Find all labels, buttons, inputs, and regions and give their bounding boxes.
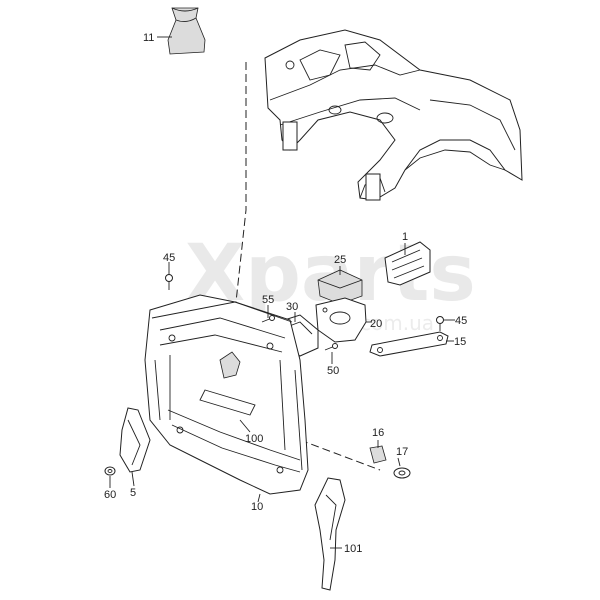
body-structure (264, 29, 523, 201)
leader-lines (109, 36, 455, 549)
fastener-60 (104, 466, 116, 476)
fastener-45-right (436, 316, 444, 331)
part-11-bag (167, 7, 206, 55)
part-101-air-guide (314, 477, 346, 591)
label-25: 25 (334, 254, 346, 266)
label-30: 30 (286, 301, 298, 313)
part-5-bracket (119, 407, 151, 473)
part-16-spacer (369, 445, 387, 464)
part-1-bracket (384, 241, 431, 286)
fastener-45-left (165, 274, 173, 290)
part-17-grommet (393, 467, 411, 479)
alignment-line-lower (299, 439, 381, 471)
label-45-left: 45 (163, 252, 175, 264)
alignment-line-upper (235, 62, 247, 303)
label-10: 10 (251, 501, 263, 513)
label-5: 5 (130, 487, 136, 499)
label-16: 16 (372, 427, 384, 439)
label-15: 15 (454, 336, 466, 348)
label-101: 101 (344, 543, 362, 555)
label-60: 60 (104, 489, 116, 501)
part-20-lock (315, 297, 367, 343)
label-17: 17 (396, 446, 408, 458)
watermark-subtext: com.ua (360, 311, 434, 335)
part-10-carrier (144, 294, 309, 495)
part-15-strut (369, 331, 449, 357)
label-45-right: 45 (455, 315, 467, 327)
label-100: 100 (245, 433, 263, 445)
fastener-55 (261, 315, 275, 323)
label-1: 1 (402, 231, 408, 243)
label-50: 50 (327, 365, 339, 377)
label-20: 20 (370, 318, 382, 330)
fastener-50 (324, 343, 338, 351)
label-11: 11 (143, 32, 154, 44)
label-55: 55 (262, 294, 274, 306)
